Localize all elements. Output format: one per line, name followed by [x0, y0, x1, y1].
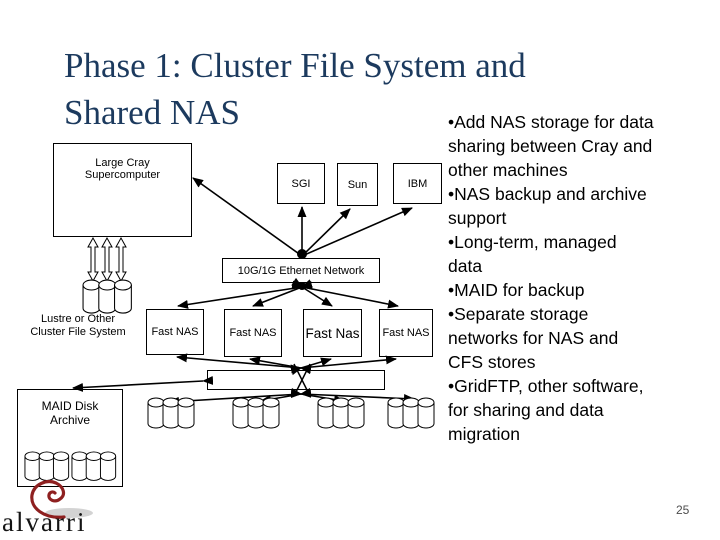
storage-network-bar: [207, 370, 385, 390]
node-fast-nas-4: Fast NAS: [379, 309, 433, 357]
node-maid-disk-archive: MAID Disk Archive: [17, 389, 123, 487]
node-large-cray-label: Large Cray Supercomputer: [84, 157, 161, 181]
node-sgi-label: SGI: [291, 177, 311, 190]
lustre-disk-group: [83, 280, 131, 313]
bullet-add-nas: •Add NAS storage for data sharing betwee…: [448, 112, 654, 180]
disk-group-1: [148, 398, 194, 428]
node-large-cray-supercomputer: Large Cray Supercomputer: [53, 143, 192, 237]
slide-title-line2: Shared NAS: [64, 93, 240, 132]
node-fast-nas-2-label: Fast NAS: [229, 327, 277, 339]
bullet-maid: •MAID for backup: [448, 280, 585, 300]
label-lustre-cluster-file-system: Lustre or Other Cluster File System: [30, 313, 126, 338]
node-fast-nas-3: Fast Nas: [303, 309, 362, 357]
slide-title: Phase 1: Cluster File System and Shared …: [64, 42, 624, 136]
ethernet-bottom-hub: [298, 282, 306, 290]
disk-group-3: [318, 398, 364, 428]
bullet-nas-backup: •NAS backup and archive support: [448, 184, 647, 228]
node-sun: Sun: [337, 163, 378, 206]
alvarri-logo-text: alvarri: [2, 507, 87, 537]
node-fast-nas-1-label: Fast NAS: [151, 326, 199, 338]
cray-disk-double-arrows: [87, 236, 127, 283]
bullet-long-term: •Long-term, managed data: [448, 232, 617, 276]
node-fast-nas-1: Fast NAS: [146, 309, 204, 355]
bullet-list: •Add NAS storage for data sharing betwee…: [448, 110, 655, 446]
node-ibm: IBM: [393, 163, 442, 204]
node-ibm-label: IBM: [407, 177, 428, 190]
node-ethernet-network: 10G/1G Ethernet Network: [222, 258, 380, 283]
node-fast-nas-2: Fast NAS: [224, 309, 282, 357]
node-ethernet-label: 10G/1G Ethernet Network: [237, 264, 365, 277]
arrows-nas-to-bar: [176, 353, 397, 376]
bullet-separate-networks: •Separate storage networks for NAS and C…: [448, 304, 619, 372]
node-sgi: SGI: [277, 163, 325, 204]
page-number: 25: [676, 503, 690, 517]
slide-title-line1: Phase 1: Cluster File System and: [64, 46, 526, 85]
bullet-gridftp: •GridFTP, other software, for sharing an…: [448, 376, 644, 444]
node-fast-nas-4-label: Fast NAS: [382, 327, 430, 339]
disk-group-2: [233, 398, 279, 428]
node-sun-label: Sun: [347, 178, 368, 191]
node-fast-nas-3-label: Fast Nas: [305, 325, 360, 341]
arrows-ethernet-to-nas: [177, 277, 399, 309]
node-maid-label: MAID Disk Archive: [41, 399, 99, 427]
disk-group-4: [388, 398, 434, 428]
